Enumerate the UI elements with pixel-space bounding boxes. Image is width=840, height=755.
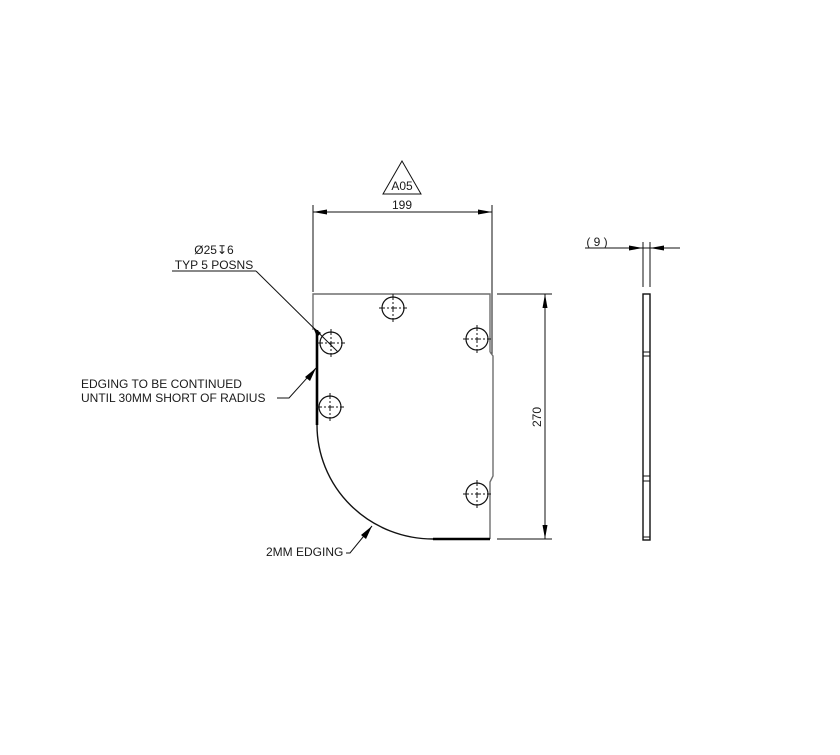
arrowhead-icon (313, 327, 321, 337)
hole-callout: Ø25↧6 TYP 5 POSNS (172, 243, 339, 353)
hole-top-center (379, 294, 407, 322)
hole-left-lower (316, 393, 344, 421)
hole-right-lower (463, 480, 491, 508)
arrowhead-icon (542, 294, 548, 308)
edging-label-text: 2MM EDGING (266, 545, 343, 559)
height-dim-value: 270 (530, 407, 544, 427)
thickness-dim-value: ( 9 ) (586, 235, 607, 249)
hole-callout-line2: TYP 5 POSNS (175, 258, 253, 272)
edging-note-line1: EDGING TO BE CONTINUED (81, 377, 242, 391)
plate-front-view (312, 293, 494, 541)
edging-note: EDGING TO BE CONTINUED UNTIL 30MM SHORT … (81, 367, 317, 405)
hole-left-upper (317, 329, 345, 357)
edging-note-line2: UNTIL 30MM SHORT OF RADIUS (81, 391, 265, 405)
revision-triangle: A05 (382, 159, 422, 195)
holes (316, 294, 491, 508)
width-dim-value: 199 (392, 198, 412, 212)
arrowhead-icon (542, 525, 548, 539)
width-dimension: 199 (312, 198, 493, 355)
edging-label: 2MM EDGING (266, 525, 373, 559)
hole-right-upper (463, 325, 491, 353)
hole-callout-line1: Ø25↧6 (194, 243, 234, 257)
arrowhead-icon (629, 245, 643, 251)
arrowhead-icon (305, 368, 316, 381)
revision-tag: A05 (391, 179, 413, 193)
revision-triangle-icon (382, 159, 422, 195)
plate-right-edge (489, 351, 494, 539)
callout-leader (255, 270, 339, 353)
plate-top-edge (312, 293, 491, 352)
plate-side-view: ( 9 ) (585, 235, 680, 541)
edging-note-leader (277, 367, 317, 399)
arrowhead-icon (478, 209, 492, 215)
height-dimension: 270 (497, 293, 552, 540)
arrowhead-icon (361, 526, 372, 539)
side-view-rect (642, 293, 651, 541)
arrowhead-icon (650, 245, 664, 251)
arrowhead-icon (313, 209, 327, 215)
plate-radius-edge (316, 424, 434, 540)
